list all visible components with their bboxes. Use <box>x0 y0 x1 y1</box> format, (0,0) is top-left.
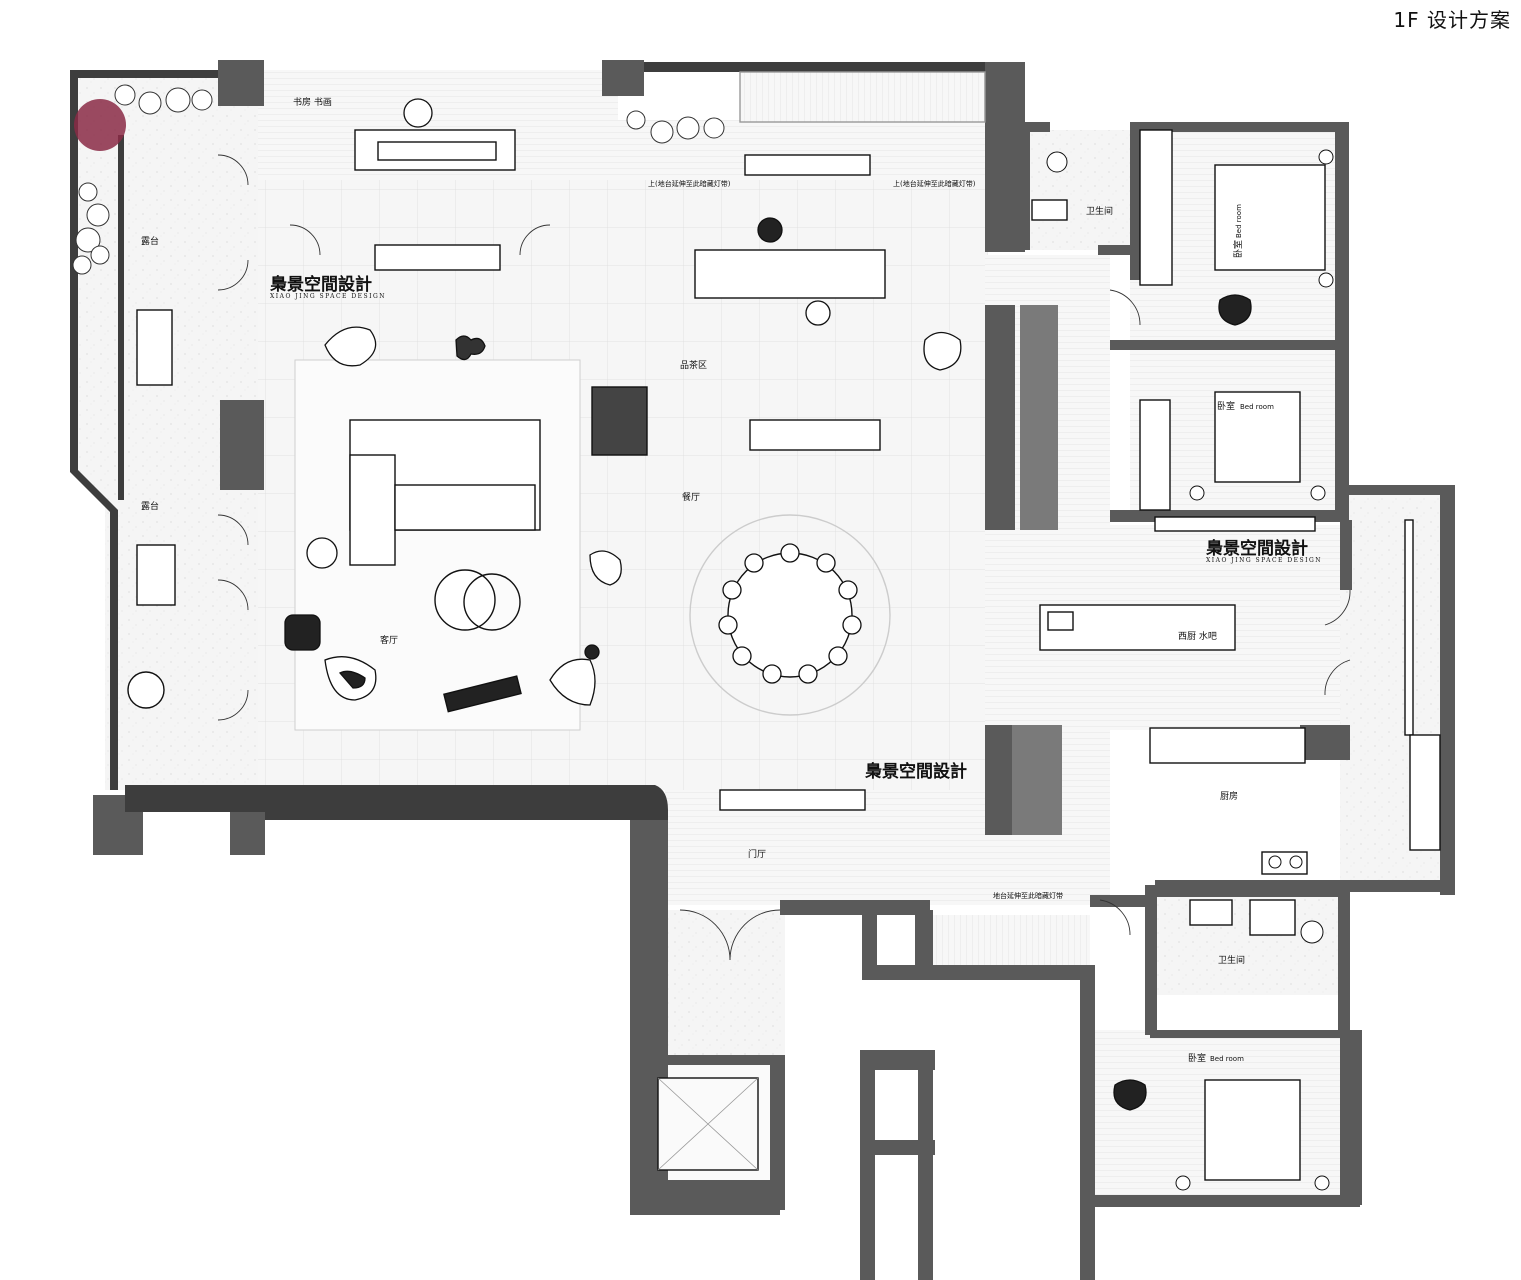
label-terrace-bottom: 露台 <box>141 500 159 512</box>
label-bedroom-bottom: 卧室 <box>1188 1052 1206 1064</box>
note-step-left: 上(地台延伸至此暗藏灯带) <box>648 179 731 188</box>
furniture <box>127 71 1441 1181</box>
label-bedroom-top: 卧室 <box>1232 240 1244 258</box>
dining-sideboard <box>749 419 881 451</box>
terrace-lounger <box>136 544 176 606</box>
foyer-bench <box>719 789 866 811</box>
dining-chairs <box>718 543 862 684</box>
label-tea-area: 品茶区 <box>680 359 707 371</box>
dining-rug <box>689 514 891 716</box>
wardrobe-top <box>1139 129 1173 286</box>
drawing-title: 1F 设计方案 <box>1393 8 1511 32</box>
walls <box>70 60 1455 1280</box>
brand-sub-1: XIAO JING SPACE DESIGN <box>270 293 386 300</box>
plants <box>72 84 725 275</box>
bed-bottom <box>1204 1079 1301 1181</box>
floor-areas <box>70 70 1455 1200</box>
label-bath-bottom: 卫生间 <box>1218 954 1245 966</box>
doors <box>217 154 1351 961</box>
brand-marks: 梟景空間設計 XIAO JING SPACE DESIGN 梟景空間設計 XIA… <box>269 274 1322 782</box>
bed-top <box>1214 164 1326 271</box>
tea-table <box>591 386 648 456</box>
label-western-kitchen: 西厨 水吧 <box>1178 630 1217 642</box>
label-bedroom-top-en: Bed room <box>1235 204 1243 238</box>
brand-name-2: 梟景空間設計 <box>1205 538 1308 559</box>
study-bench <box>374 244 501 271</box>
label-bedroom-mid-en: Bed room <box>1240 403 1274 411</box>
note-platform: 地台延伸至此暗藏灯带 <box>993 891 1063 900</box>
label-terrace-top: 露台 <box>141 235 159 247</box>
brand-sub-2: XIAO JING SPACE DESIGN <box>1206 557 1322 564</box>
label-dining: 餐厅 <box>682 491 700 503</box>
label-bedroom-bottom-en: Bed room <box>1210 1055 1244 1063</box>
label-foyer: 门厅 <box>748 848 766 860</box>
wardrobe-mid <box>1139 399 1171 511</box>
label-living: 客厅 <box>380 634 398 646</box>
living-bench <box>443 675 522 713</box>
brand-name-3: 梟景空間設計 <box>864 761 967 782</box>
coffee-table <box>434 569 496 631</box>
label-bedroom-mid: 卧室 <box>1217 400 1235 412</box>
stairs <box>739 71 986 123</box>
tea-shelf <box>744 154 871 176</box>
label-study: 书房 书画 <box>293 96 332 108</box>
label-bath-top: 卫生间 <box>1086 205 1113 217</box>
sanitary <box>1046 149 1334 1191</box>
label-kitchen: 厨房 <box>1220 790 1238 802</box>
bed-mid <box>1214 391 1301 483</box>
lounge-chairs <box>284 98 1252 1111</box>
tea-counter <box>694 249 886 299</box>
notes: 上(地台延伸至此暗藏灯带) 上(地台延伸至此暗藏灯带) 地台延伸至此暗藏灯带 <box>648 179 1063 900</box>
terrace-bench <box>136 309 173 386</box>
note-step-right: 上(地台延伸至此暗藏灯带) <box>893 179 976 188</box>
room-labels: 露台 露台 书房 书画 品茶区 餐厅 客厅 门厅 卫生间 卧室 Bed room… <box>141 96 1274 1064</box>
kitchen-counter <box>1149 727 1306 764</box>
brand-name-1: 梟景空間設計 <box>269 274 372 295</box>
red-tree-icon <box>74 99 126 151</box>
